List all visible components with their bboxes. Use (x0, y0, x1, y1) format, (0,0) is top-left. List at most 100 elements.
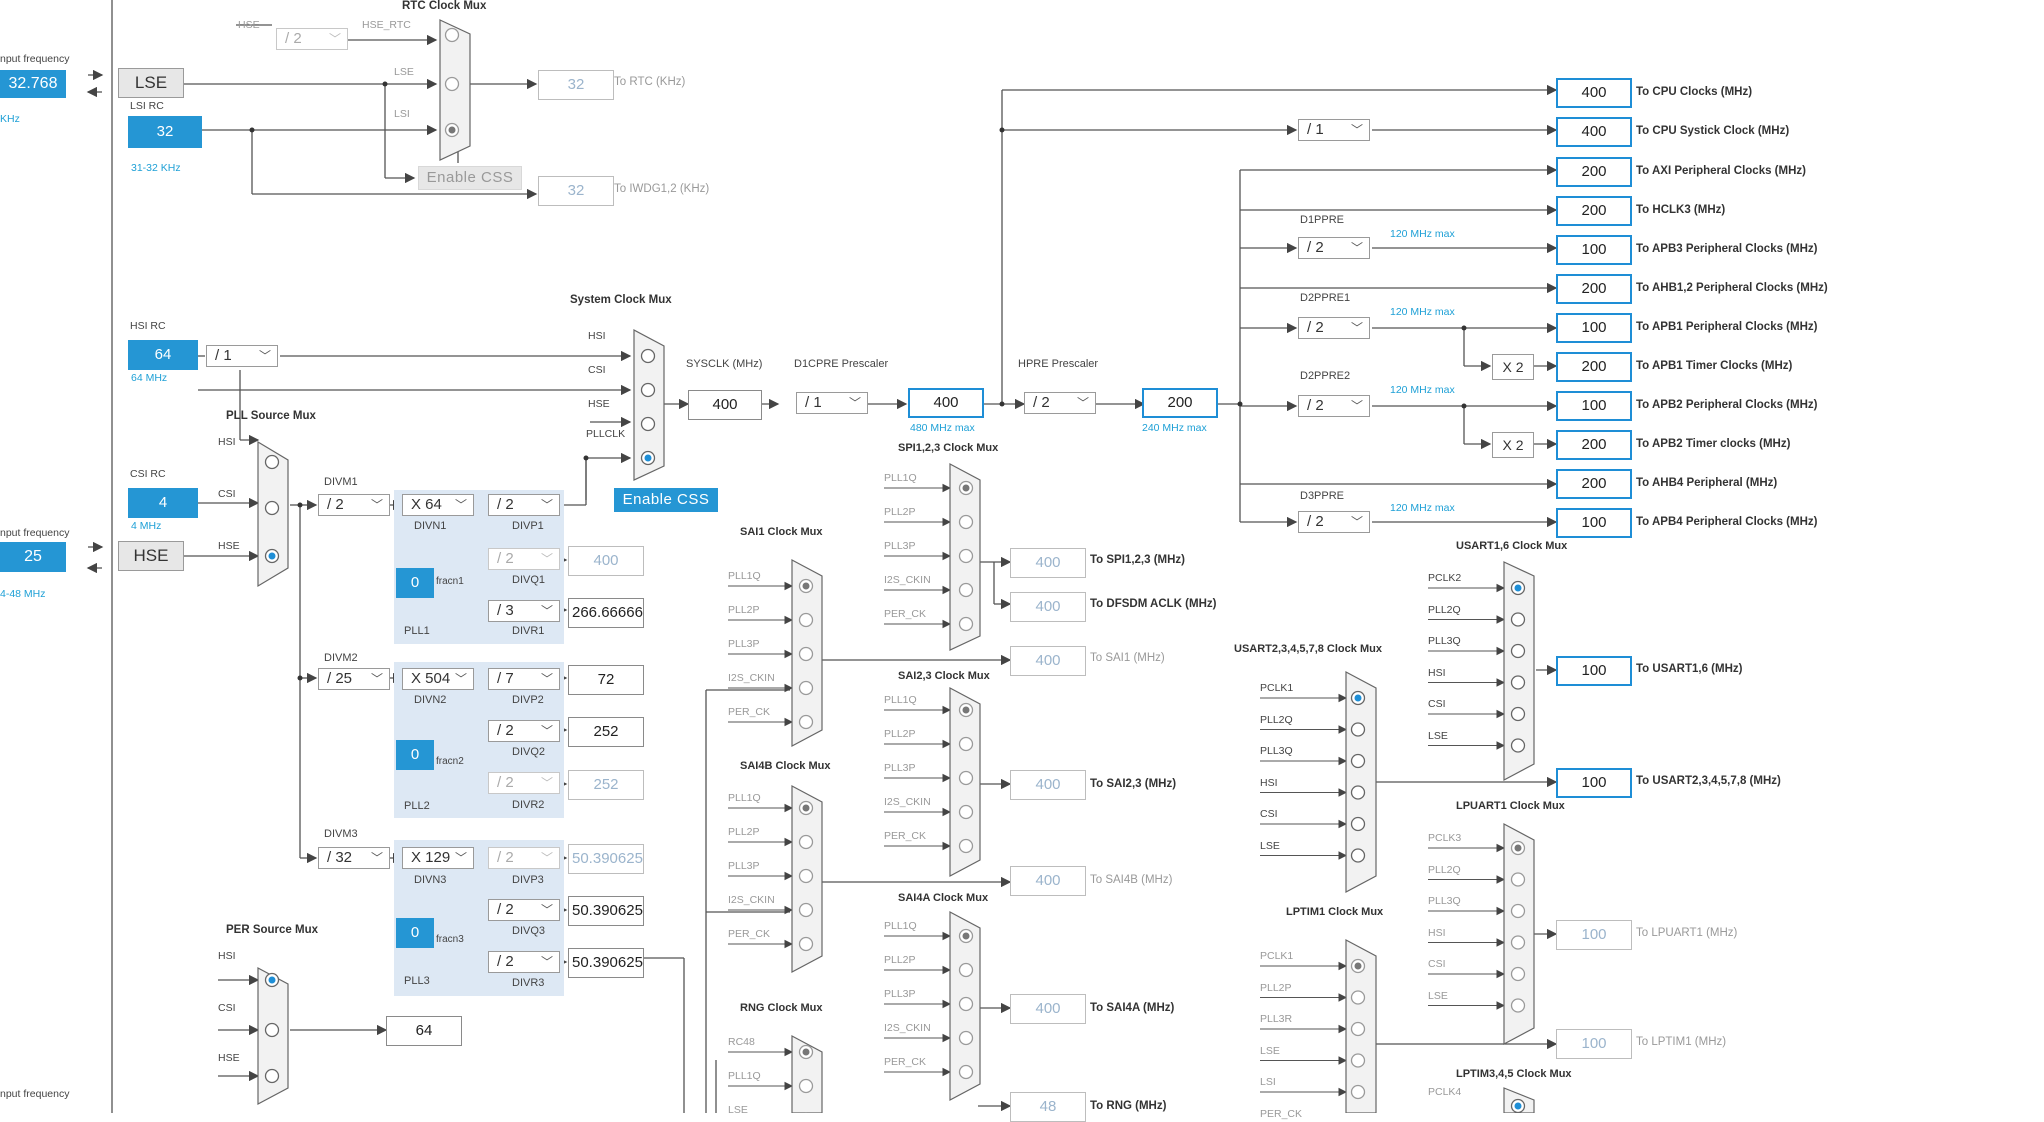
mux-radio-button[interactable] (1350, 753, 1366, 769)
mux-radio-button[interactable] (1510, 998, 1526, 1013)
d2ppre1-select[interactable]: / 2﹀ (1298, 317, 1370, 339)
system-enable-css-button[interactable]: Enable CSS (614, 488, 718, 512)
mux-radio-button[interactable] (1510, 706, 1526, 722)
output-clock-label: To APB2 Peripheral Clocks (MHz) (1636, 399, 1818, 411)
mux-radio-button[interactable] (1350, 1084, 1366, 1100)
fracn3-input[interactable]: 0 (396, 918, 434, 948)
divm1-select[interactable]: / 2﹀ (318, 494, 390, 516)
mux-radio-button[interactable] (1510, 872, 1526, 887)
fracn2-label: fracn2 (436, 756, 464, 767)
mux-radio-button[interactable] (264, 1022, 280, 1038)
pll2-label: PLL2 (404, 800, 430, 812)
hse-input-frequency[interactable]: 25 (0, 542, 66, 572)
mux-radio-button[interactable] (1350, 1053, 1366, 1068)
divq2-select[interactable]: / 2﹀ (488, 720, 560, 742)
mux-radio-button[interactable] (444, 27, 460, 43)
mux-radio-button[interactable] (958, 548, 974, 564)
mux-radio-button[interactable] (640, 382, 656, 398)
mux-radio-button[interactable] (640, 348, 656, 364)
divn2-select[interactable]: X 504﹀ (402, 668, 474, 690)
d1ppre-select[interactable]: / 2﹀ (1298, 237, 1370, 259)
mux-input-label: LSE (1428, 989, 1448, 1002)
lse-input-frequency[interactable]: 32.768 (0, 70, 66, 98)
mux-input-label: PLL3P (728, 638, 760, 650)
divr2-select[interactable]: / 2﹀ (488, 772, 560, 794)
output-clock-label: To APB2 Timer clocks (MHz) (1636, 438, 1791, 450)
spi-output-label: To SPI1,2,3 (MHz) (1090, 554, 1185, 566)
mux-radio-button[interactable] (1350, 848, 1366, 863)
divq3-output: 50.390625 (568, 896, 644, 926)
divq1-select[interactable]: / 2﹀ (488, 548, 560, 570)
mux-radio-button[interactable] (1350, 722, 1366, 737)
mux-radio-button[interactable] (958, 838, 974, 854)
mux-radio-button[interactable] (1350, 816, 1366, 832)
fracn2-input[interactable]: 0 (396, 740, 434, 770)
mux-input-label: CSI (1428, 698, 1446, 710)
mux-radio-button[interactable] (798, 936, 814, 952)
mux-radio-button[interactable] (798, 646, 814, 662)
per-csi-label: CSI (218, 1002, 236, 1014)
systick-divider-select[interactable]: / 1﹀ (1298, 119, 1370, 141)
rtc-enable-css-button[interactable]: Enable CSS (418, 166, 522, 190)
divm2-select[interactable]: / 25﹀ (318, 668, 390, 690)
divq3-label: DIVQ3 (512, 925, 546, 937)
rtc-hse-divider[interactable]: / 2﹀ (276, 28, 348, 50)
hpre-select[interactable]: / 2﹀ (1024, 392, 1096, 414)
mux-radio-button[interactable] (444, 76, 460, 92)
fracn1-input[interactable]: 0 (396, 568, 434, 598)
divp1-select[interactable]: / 2﹀ (488, 494, 560, 516)
hse-block[interactable]: HSE (118, 541, 184, 571)
mux-radio-button[interactable] (798, 612, 814, 628)
mux-radio-button[interactable] (958, 1064, 974, 1080)
mux-radio-button[interactable] (1350, 1021, 1366, 1037)
mux-radio-button[interactable] (958, 1030, 974, 1046)
mux-radio-button[interactable] (958, 736, 974, 752)
mux-radio-button[interactable] (958, 996, 974, 1012)
divn3-label: DIVN3 (414, 874, 447, 886)
sai4a-output: 400 (1010, 994, 1086, 1024)
divp2-select[interactable]: / 7﹀ (488, 668, 560, 690)
mux-radio-button[interactable] (1510, 966, 1526, 982)
mux-input-label: PLL3P (884, 540, 916, 552)
mux-radio-button[interactable] (798, 902, 814, 918)
mux-radio-button[interactable] (798, 868, 814, 884)
mux-radio-button[interactable] (798, 714, 814, 730)
mux-radio-button[interactable] (1510, 612, 1526, 627)
divn1-select[interactable]: X 64﹀ (402, 494, 474, 516)
mux-radio-button[interactable] (1510, 903, 1526, 919)
divr1-label: DIVR1 (512, 625, 545, 637)
pll-src-hsi-label: HSI (218, 436, 236, 448)
mux-radio-button[interactable] (958, 616, 974, 632)
divp3-select[interactable]: / 2﹀ (488, 847, 560, 869)
mux-radio-button[interactable] (1510, 935, 1526, 950)
mux-radio-button[interactable] (1510, 643, 1526, 659)
divr3-select[interactable]: / 2﹀ (488, 951, 560, 973)
divr1-select[interactable]: / 3﹀ (488, 600, 560, 622)
lse-block[interactable]: LSE (118, 68, 184, 98)
d2ppre2-select[interactable]: / 2﹀ (1298, 395, 1370, 417)
mux-radio-button[interactable] (264, 454, 280, 470)
d1cpre-select[interactable]: / 1﹀ (796, 392, 868, 414)
mux-radio-button[interactable] (640, 416, 656, 432)
mux-radio-button[interactable] (798, 1078, 814, 1094)
mux-radio-button[interactable] (1350, 990, 1366, 1005)
d3ppre-select[interactable]: / 2﹀ (1298, 511, 1370, 533)
mux-radio-button[interactable] (958, 770, 974, 786)
hsi-divider-select[interactable]: / 1﹀ (206, 345, 278, 367)
mux-radio-button[interactable] (798, 680, 814, 696)
mux-radio-button[interactable] (264, 1068, 280, 1084)
sai4b-mux-title: SAI4B Clock Mux (740, 760, 831, 772)
mux-radio-button[interactable] (958, 582, 974, 598)
mux-input-label: I2S_CKIN (728, 894, 775, 906)
mux-radio-button[interactable] (1510, 675, 1526, 690)
divq3-select[interactable]: / 2﹀ (488, 899, 560, 921)
mux-radio-button[interactable] (958, 804, 974, 820)
mux-radio-button[interactable] (1510, 738, 1526, 753)
divn3-select[interactable]: X 129﹀ (402, 847, 474, 869)
mux-radio-button[interactable] (264, 500, 280, 516)
mux-radio-button[interactable] (958, 514, 974, 530)
mux-radio-button[interactable] (1350, 785, 1366, 800)
mux-radio-button[interactable] (798, 834, 814, 850)
divm3-select[interactable]: / 32﹀ (318, 847, 390, 869)
mux-radio-button[interactable] (958, 962, 974, 978)
